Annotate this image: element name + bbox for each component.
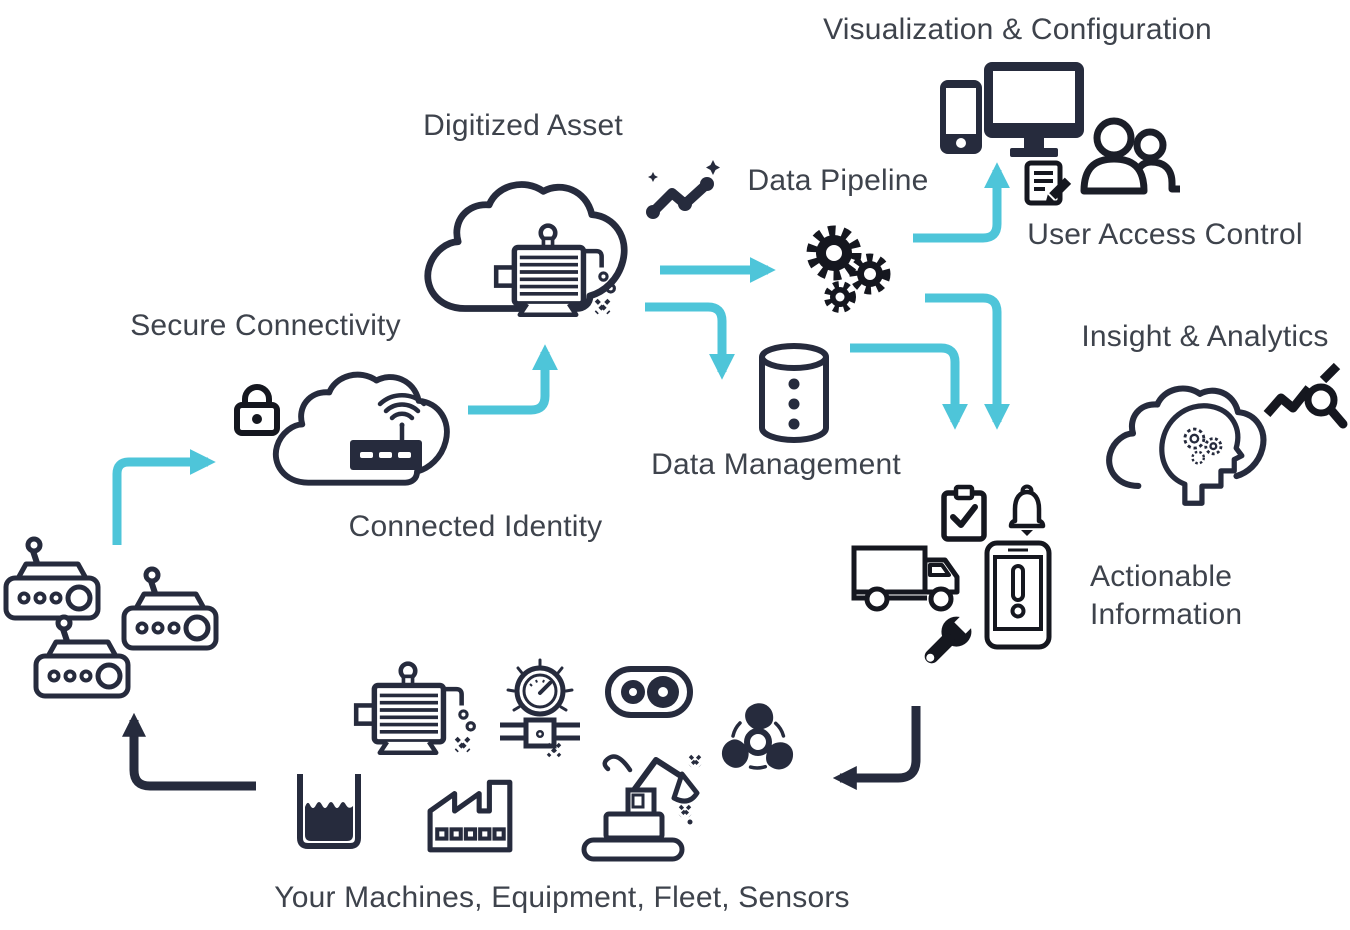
iot-device-icon [32, 614, 132, 702]
head-gears-icon [1158, 393, 1245, 507]
gauge-valve-icon [500, 658, 580, 758]
arrow-machines-to-devices [122, 712, 256, 791]
rollers-icon [605, 666, 693, 718]
arrow-pipeline-to-actionable [925, 293, 1010, 430]
fan-icon [716, 700, 800, 784]
factory-icon [426, 770, 518, 854]
label-insight-analytics: Insight & Analytics [1081, 320, 1329, 353]
iot-device-icon [2, 536, 102, 624]
label-digitized-asset: Digitized Asset [423, 109, 623, 142]
arrow-actionable-to-machines [832, 706, 921, 790]
truck-icon [851, 540, 971, 615]
label-your-machines: Your Machines, Equipment, Fleet, Sensors [274, 881, 850, 914]
arrow-devices-to-secure [112, 449, 216, 545]
label-data-pipeline: Data Pipeline [747, 164, 929, 197]
padlock-icon [231, 384, 283, 436]
bell-icon [1005, 484, 1049, 537]
wrench-icon [908, 610, 978, 680]
users-icon [1076, 115, 1188, 199]
arrow-identity-to-asset [468, 344, 558, 415]
monitor-phone-icon [940, 62, 1090, 162]
clipboard-check-icon [941, 484, 987, 542]
document-edit-icon [1024, 160, 1072, 206]
arrow-datamgmt-to-actionable [850, 343, 968, 430]
motor-icon [338, 660, 478, 760]
label-user-access: User Access Control [1027, 218, 1303, 251]
label-actionable-information: Actionable Information [1090, 560, 1243, 631]
label-data-management: Data Management [651, 448, 901, 481]
database-icon [758, 342, 830, 446]
chart-magnifier-icon [1263, 362, 1348, 436]
label-visualization: Visualization & Configuration [823, 13, 1212, 46]
label-connected-identity: Connected Identity [348, 510, 603, 543]
phone-alert-icon [984, 540, 1052, 650]
tank-icon [293, 772, 365, 852]
iot-device-icon [120, 566, 220, 654]
arrow-pipeline-to-visualization [913, 162, 1010, 243]
excavator-icon [572, 748, 707, 863]
sparkline-icon [645, 160, 723, 222]
motor-icon [478, 222, 618, 322]
arrow-asset-to-datamgmt [645, 302, 735, 380]
label-secure-connectivity: Secure Connectivity [130, 309, 401, 342]
gears-icon [796, 225, 896, 317]
router-icon [330, 388, 440, 480]
